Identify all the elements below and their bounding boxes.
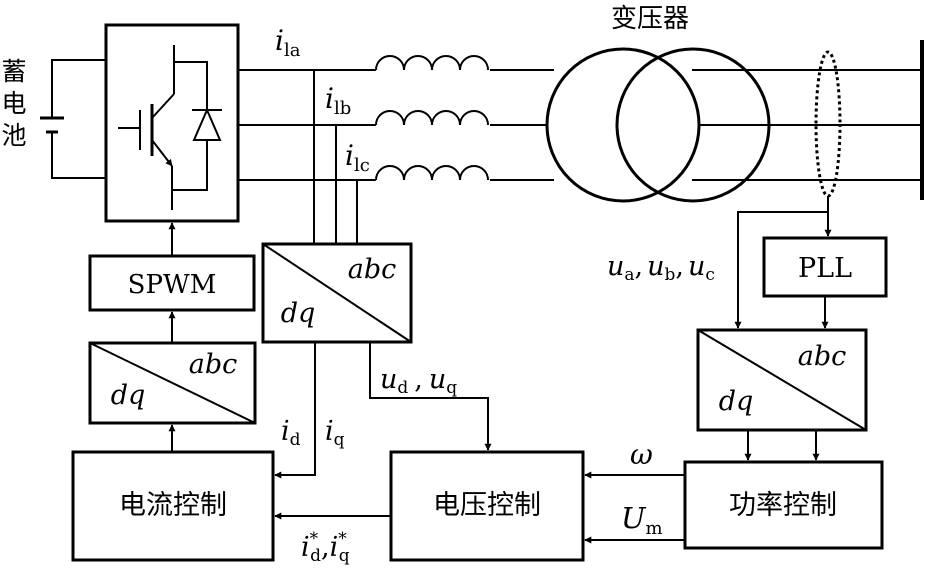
transformer-label: 变压器 bbox=[611, 4, 689, 34]
signal-arrows bbox=[168, 196, 832, 544]
inductor-c bbox=[375, 165, 489, 181]
battery-label-1: 蓄 bbox=[1, 57, 26, 86]
igbt-symbol bbox=[118, 45, 222, 210]
spwm-label: SPWM bbox=[128, 270, 217, 300]
voltage-control-label: 电压控制 bbox=[433, 490, 541, 521]
label-ilc: ilc bbox=[345, 139, 370, 176]
pll-block: PLL bbox=[762, 236, 888, 298]
label-omega: ω bbox=[630, 438, 653, 471]
battery: 蓄 电 池 bbox=[1, 57, 106, 179]
transformer-primary bbox=[545, 47, 701, 203]
dq-label: dq bbox=[111, 380, 146, 411]
power-control-block: 功率控制 bbox=[683, 460, 884, 550]
power-control-label: 功率控制 bbox=[729, 490, 837, 521]
label-id-iq-ref: i*d,i*q bbox=[301, 529, 350, 566]
dq-label: dq bbox=[719, 386, 754, 417]
inductors bbox=[375, 55, 489, 181]
label-iq: iq bbox=[325, 416, 345, 450]
battery-label-2: 电 bbox=[1, 89, 26, 118]
label-ilb: ilb bbox=[325, 82, 351, 119]
arrow-id-iq bbox=[274, 342, 316, 479]
inductor-b bbox=[375, 110, 489, 126]
label-id: id bbox=[281, 416, 301, 450]
abc-label: abc bbox=[348, 254, 397, 285]
arrow-sensor-to-dq bbox=[734, 211, 828, 329]
battery-label-3: 池 bbox=[1, 121, 26, 150]
voltage-control-block: 电压控制 bbox=[389, 450, 585, 562]
label-um: Um bbox=[621, 501, 663, 539]
signal-labels: ila ilb ilc ua,ub,uc ud,uq id iq i*d,i*q… bbox=[275, 24, 715, 566]
label-ila: ila bbox=[275, 24, 301, 61]
label-ua-ub-uc: ua,ub,uc bbox=[607, 251, 715, 285]
pll-label: PLL bbox=[798, 253, 852, 284]
abc-dq-current-block: abc dq bbox=[261, 242, 413, 344]
abc-label: abc bbox=[189, 349, 238, 380]
abc-dq-modulation-block: abc dq bbox=[88, 341, 257, 425]
spwm-block: SPWM bbox=[88, 254, 256, 312]
transformer-secondary bbox=[615, 47, 771, 203]
label-ud-uq: ud,uq bbox=[380, 364, 457, 398]
inductor-a bbox=[375, 55, 489, 71]
current-control-label: 电流控制 bbox=[119, 490, 227, 521]
current-control-block: 电流控制 bbox=[71, 450, 275, 562]
transformer: 变压器 bbox=[545, 4, 771, 203]
abc-dq-voltage-block: abc dq bbox=[696, 328, 868, 432]
arrow-ud-uq bbox=[369, 342, 492, 451]
abc-label: abc bbox=[798, 341, 847, 372]
phase-lines bbox=[238, 40, 924, 200]
inverter-block bbox=[104, 23, 240, 223]
dq-label: dq bbox=[281, 298, 316, 329]
current-taps bbox=[313, 70, 358, 244]
